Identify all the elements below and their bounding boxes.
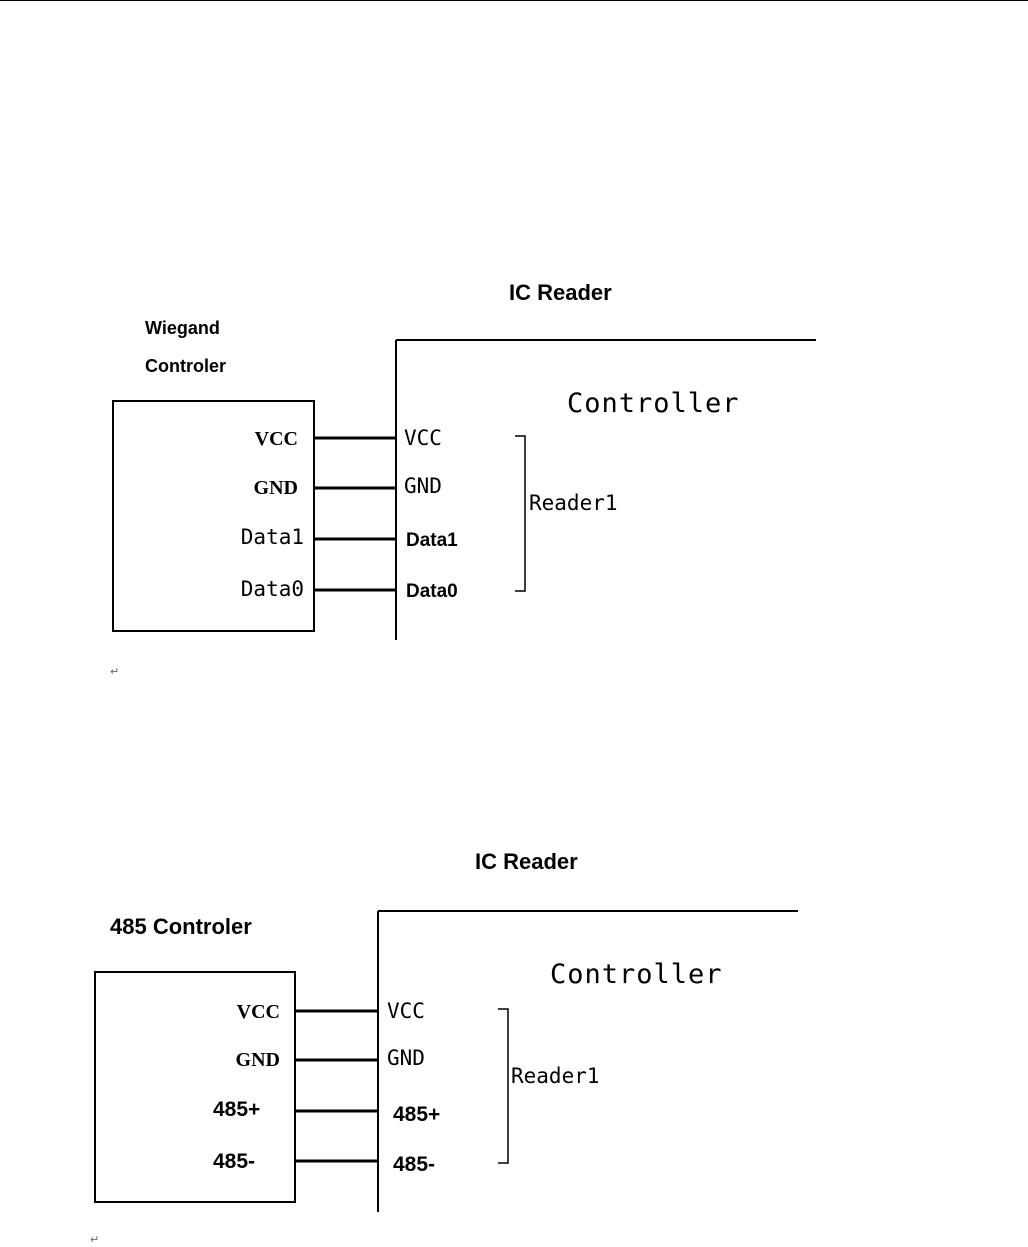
reader1-brace [515, 436, 525, 591]
diagram-title: IC Reader [475, 851, 578, 873]
left-pin-data0: Data0 [241, 579, 304, 600]
right-pin-vcc: VCC [404, 428, 442, 449]
reader-box-label: Controller [550, 961, 723, 988]
right-pin-data1: Data1 [406, 531, 458, 550]
right-pin-485-plus: 485+ [393, 1104, 440, 1125]
right-pin-gnd: GND [404, 476, 442, 497]
rs485-diagram-lines [0, 833, 1028, 1233]
left-pin-vcc: VCC [237, 1002, 280, 1022]
controller-name-line2: Controler [145, 357, 226, 375]
paragraph-mark: ↵ [90, 1233, 99, 1246]
reader1-label: Reader1 [511, 1066, 600, 1087]
reader1-brace [498, 1009, 508, 1163]
left-pin-data1: Data1 [241, 527, 304, 548]
right-pin-vcc: VCC [387, 1001, 425, 1022]
diagram-title: IC Reader [509, 282, 612, 304]
page-top-rule [0, 0, 1028, 1]
left-pin-485-plus: 485+ [213, 1099, 260, 1120]
reader1-label: Reader1 [529, 493, 618, 514]
controller-name: 485 Controler [110, 916, 252, 938]
wiegand-wiring-diagram: IC Reader Wiegand Controler Controller V… [0, 260, 1028, 660]
left-pin-485-minus: 485- [213, 1151, 255, 1172]
rs485-wiring-diagram: IC Reader 485 Controler Controller VCC G… [0, 833, 1028, 1233]
left-pin-gnd: GND [236, 1050, 280, 1070]
reader-box-label: Controller [567, 390, 740, 417]
right-pin-gnd: GND [387, 1048, 425, 1069]
controller-name-line1: Wiegand [145, 319, 220, 337]
left-pin-vcc: VCC [255, 429, 298, 449]
right-pin-485-minus: 485- [393, 1154, 435, 1175]
left-pin-gnd: GND [254, 478, 298, 498]
right-pin-data0: Data0 [406, 582, 458, 601]
paragraph-mark: ↵ [110, 665, 119, 678]
